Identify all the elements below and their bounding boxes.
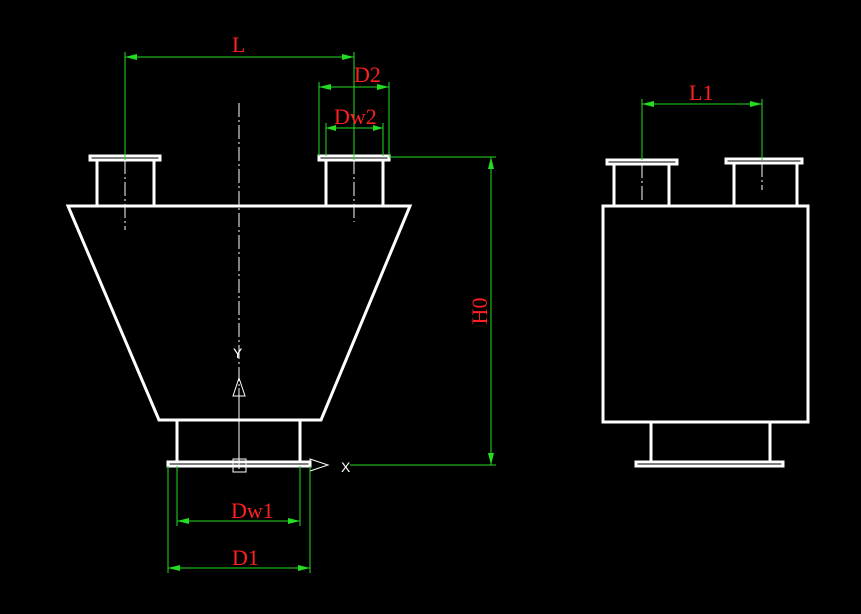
left-top-pipe xyxy=(95,160,156,206)
side-view xyxy=(601,157,810,468)
dimension-h0: H0 xyxy=(350,156,496,466)
dimension-h0-lines xyxy=(350,156,496,466)
ucs-x-arrow xyxy=(239,458,330,472)
side-body xyxy=(601,204,810,424)
dimension-l1-lines xyxy=(641,99,763,160)
dimension-d2-label: D2 xyxy=(354,62,381,87)
dimension-dw2-label: Dw2 xyxy=(334,104,377,129)
dimension-l1-label: L1 xyxy=(689,80,713,105)
side-left-flange xyxy=(605,158,679,166)
side-left-pipe xyxy=(612,164,671,206)
side-right-flange xyxy=(724,157,804,165)
dimension-dw1-label: Dw1 xyxy=(231,498,274,523)
side-right-nozzle xyxy=(724,157,804,206)
hopper-body xyxy=(65,204,413,422)
dimension-d2: D2 xyxy=(318,62,390,156)
side-bottom-pipe xyxy=(649,422,772,462)
dimension-h0-label: H0 xyxy=(467,298,492,325)
ucs-y-arrow xyxy=(232,376,246,465)
side-bottom-outlet xyxy=(634,422,785,468)
ucs-icon: Y X xyxy=(232,345,351,475)
ucs-x-label: X xyxy=(341,459,351,475)
dimension-l-label: L xyxy=(232,32,245,57)
dimension-l1: L1 xyxy=(641,80,763,160)
side-right-pipe xyxy=(732,163,799,206)
dimension-l-lines xyxy=(124,52,355,160)
dimension-d1: D1 xyxy=(167,466,311,573)
right-top-pipe xyxy=(324,160,385,206)
dimension-d1-label: D1 xyxy=(232,545,259,570)
side-bottom-flange xyxy=(634,460,785,468)
bottom-pipe xyxy=(175,420,302,462)
dimension-dw1-lines xyxy=(176,466,301,526)
dimension-l1-arrows xyxy=(642,101,762,107)
dimension-dw1: Dw1 xyxy=(176,466,301,526)
dimension-d1-lines xyxy=(167,466,311,573)
dimension-l: L xyxy=(124,32,355,160)
dimension-dw2: Dw2 xyxy=(325,104,384,156)
ucs-y-label: Y xyxy=(233,345,243,361)
